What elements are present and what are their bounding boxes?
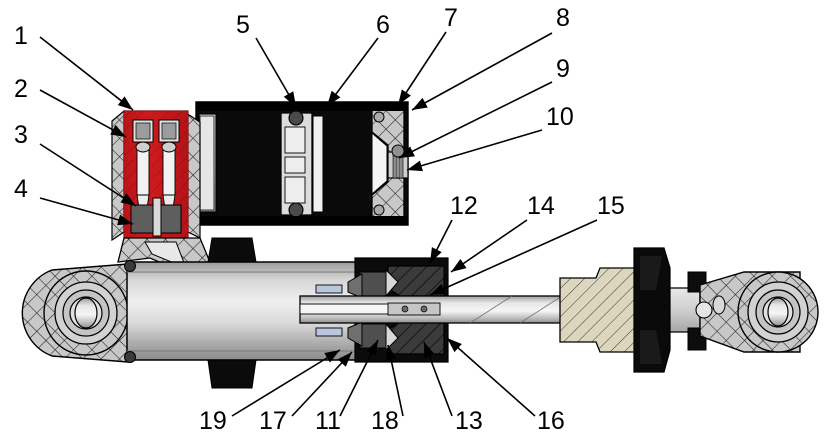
callout-number-15: 15 bbox=[597, 192, 625, 220]
dust-shield-wing-lower bbox=[640, 330, 662, 364]
internal-floating-piston bbox=[280, 110, 324, 218]
callout-number-7: 7 bbox=[444, 4, 458, 32]
callout-leader-2 bbox=[39, 89, 127, 138]
bump-stop bbox=[559, 267, 637, 353]
body-oring-top bbox=[124, 260, 136, 272]
callout-number-10: 10 bbox=[546, 103, 574, 131]
right-eyelet-bore bbox=[767, 297, 789, 327]
callout-leader-14 bbox=[450, 219, 528, 273]
piston-and-shaft-assembly bbox=[299, 257, 706, 363]
callout-number-2: 2 bbox=[14, 75, 28, 103]
callout-number-14: 14 bbox=[527, 192, 555, 220]
right-mounting-eyelet bbox=[695, 271, 819, 353]
callout-arrowhead-14 bbox=[451, 259, 467, 272]
endcap-screw-top bbox=[373, 111, 385, 123]
callout-arrowhead-8 bbox=[412, 97, 428, 110]
rebound-shim-stack-lower bbox=[347, 321, 399, 352]
callout-number-19: 19 bbox=[199, 407, 227, 435]
callout-number-6: 6 bbox=[376, 11, 390, 39]
callout-leader-10 bbox=[406, 129, 543, 171]
callout-number-3: 3 bbox=[14, 121, 28, 149]
left-mounting-eyelet bbox=[21, 263, 129, 363]
callout-arrowhead-18 bbox=[385, 345, 397, 361]
callout-arrowhead-12 bbox=[430, 247, 442, 263]
callout-number-18: 18 bbox=[371, 407, 399, 435]
main-damper-body bbox=[21, 237, 366, 389]
eyelet-bore bbox=[74, 297, 98, 329]
callout-number-11: 11 bbox=[315, 407, 341, 435]
callout-arrowhead-6 bbox=[327, 90, 341, 106]
callout-leaders-layer bbox=[39, 31, 598, 417]
callout-leader-19 bbox=[231, 349, 341, 417]
bump-stop-and-end-mount bbox=[559, 247, 819, 373]
callout-leader-15 bbox=[429, 219, 598, 296]
spring-retainer-lug-bottom bbox=[207, 359, 257, 389]
callout-leader-4 bbox=[39, 197, 134, 225]
callout-number-13: 13 bbox=[455, 407, 483, 435]
callout-arrowhead-5 bbox=[283, 91, 296, 107]
callout-leader-9 bbox=[398, 81, 553, 159]
callout-arrowhead-10 bbox=[407, 160, 423, 172]
callout-leader-16 bbox=[446, 337, 536, 417]
dust-shield-wing-upper bbox=[640, 256, 662, 290]
callout-arrowhead-4 bbox=[117, 214, 133, 226]
callout-leader-3 bbox=[39, 143, 137, 207]
callout-arrowhead-7 bbox=[398, 89, 411, 105]
callout-number-17: 17 bbox=[259, 407, 287, 435]
callout-number-9: 9 bbox=[556, 55, 570, 83]
schrader-air-valve bbox=[387, 144, 409, 179]
callout-arrowhead-13 bbox=[424, 342, 435, 358]
callout-number-1: 1 bbox=[14, 22, 28, 50]
callout-arrowhead-1 bbox=[117, 96, 133, 110]
compression-adjuster-valve-block bbox=[111, 109, 215, 279]
piggyback-reservoir-assembly bbox=[195, 101, 409, 226]
ifp-oring-bottom bbox=[288, 202, 304, 218]
callout-arrowhead-11 bbox=[366, 340, 378, 356]
callout-number-4: 4 bbox=[14, 175, 28, 203]
shaft-needle bbox=[387, 302, 441, 316]
callout-arrowhead-19 bbox=[324, 350, 340, 363]
eyelet-pin-hole bbox=[712, 295, 726, 315]
shim-washer-top bbox=[315, 284, 343, 294]
shim-washer-bottom bbox=[315, 327, 343, 337]
endcap-screw-bottom bbox=[373, 204, 385, 216]
callout-arrowhead-17 bbox=[337, 352, 352, 367]
reservoir-bore-seat bbox=[199, 115, 215, 211]
ifp-oring-top bbox=[288, 110, 304, 126]
callout-leader-1 bbox=[39, 36, 134, 111]
compression-shim-stack bbox=[130, 197, 182, 237]
callout-number-8: 8 bbox=[556, 4, 570, 32]
callout-number-5: 5 bbox=[236, 11, 250, 39]
body-oring-bottom bbox=[124, 351, 136, 363]
spring-retainer-lug-top bbox=[207, 237, 257, 263]
callout-leader-8 bbox=[411, 32, 553, 111]
callout-arrowhead-16 bbox=[447, 338, 462, 353]
callout-arrowhead-9 bbox=[399, 146, 415, 158]
callout-arrowhead-2 bbox=[110, 124, 126, 137]
reservoir-end-cap bbox=[371, 109, 409, 218]
callout-arrowhead-15 bbox=[430, 283, 446, 295]
callout-arrowhead-3 bbox=[120, 193, 136, 206]
rebound-shim-stack-upper bbox=[347, 268, 399, 299]
callout-number-12: 12 bbox=[450, 192, 478, 220]
shaft-end-ball bbox=[695, 301, 713, 319]
callout-number-16: 16 bbox=[537, 407, 565, 435]
